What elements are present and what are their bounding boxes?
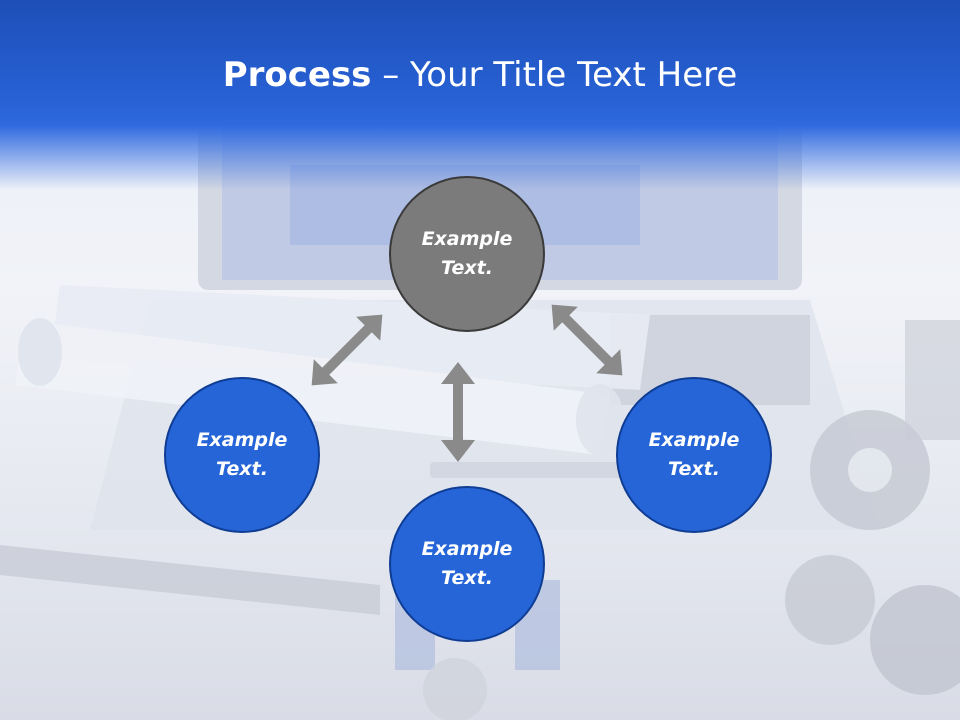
node-right-label: Example Text. bbox=[648, 429, 740, 480]
slide-title: Process – Your Title Text Here bbox=[0, 52, 960, 98]
node-left: Example Text. bbox=[164, 377, 320, 533]
title-rest: – Your Title Text Here bbox=[371, 55, 738, 95]
node-bottom-label: Example Text. bbox=[421, 538, 513, 589]
arrow-top-right bbox=[551, 304, 623, 376]
title-bold: Process bbox=[222, 55, 372, 95]
arrow-center-vertical bbox=[441, 362, 475, 462]
node-right: Example Text. bbox=[616, 377, 772, 533]
node-bottom: Example Text. bbox=[389, 486, 545, 642]
node-top: Example Text. bbox=[389, 176, 545, 332]
header-bar bbox=[0, 0, 960, 190]
node-left-label: Example Text. bbox=[196, 429, 288, 480]
arrow-top-left bbox=[311, 314, 383, 386]
node-top-label: Example Text. bbox=[421, 228, 513, 279]
